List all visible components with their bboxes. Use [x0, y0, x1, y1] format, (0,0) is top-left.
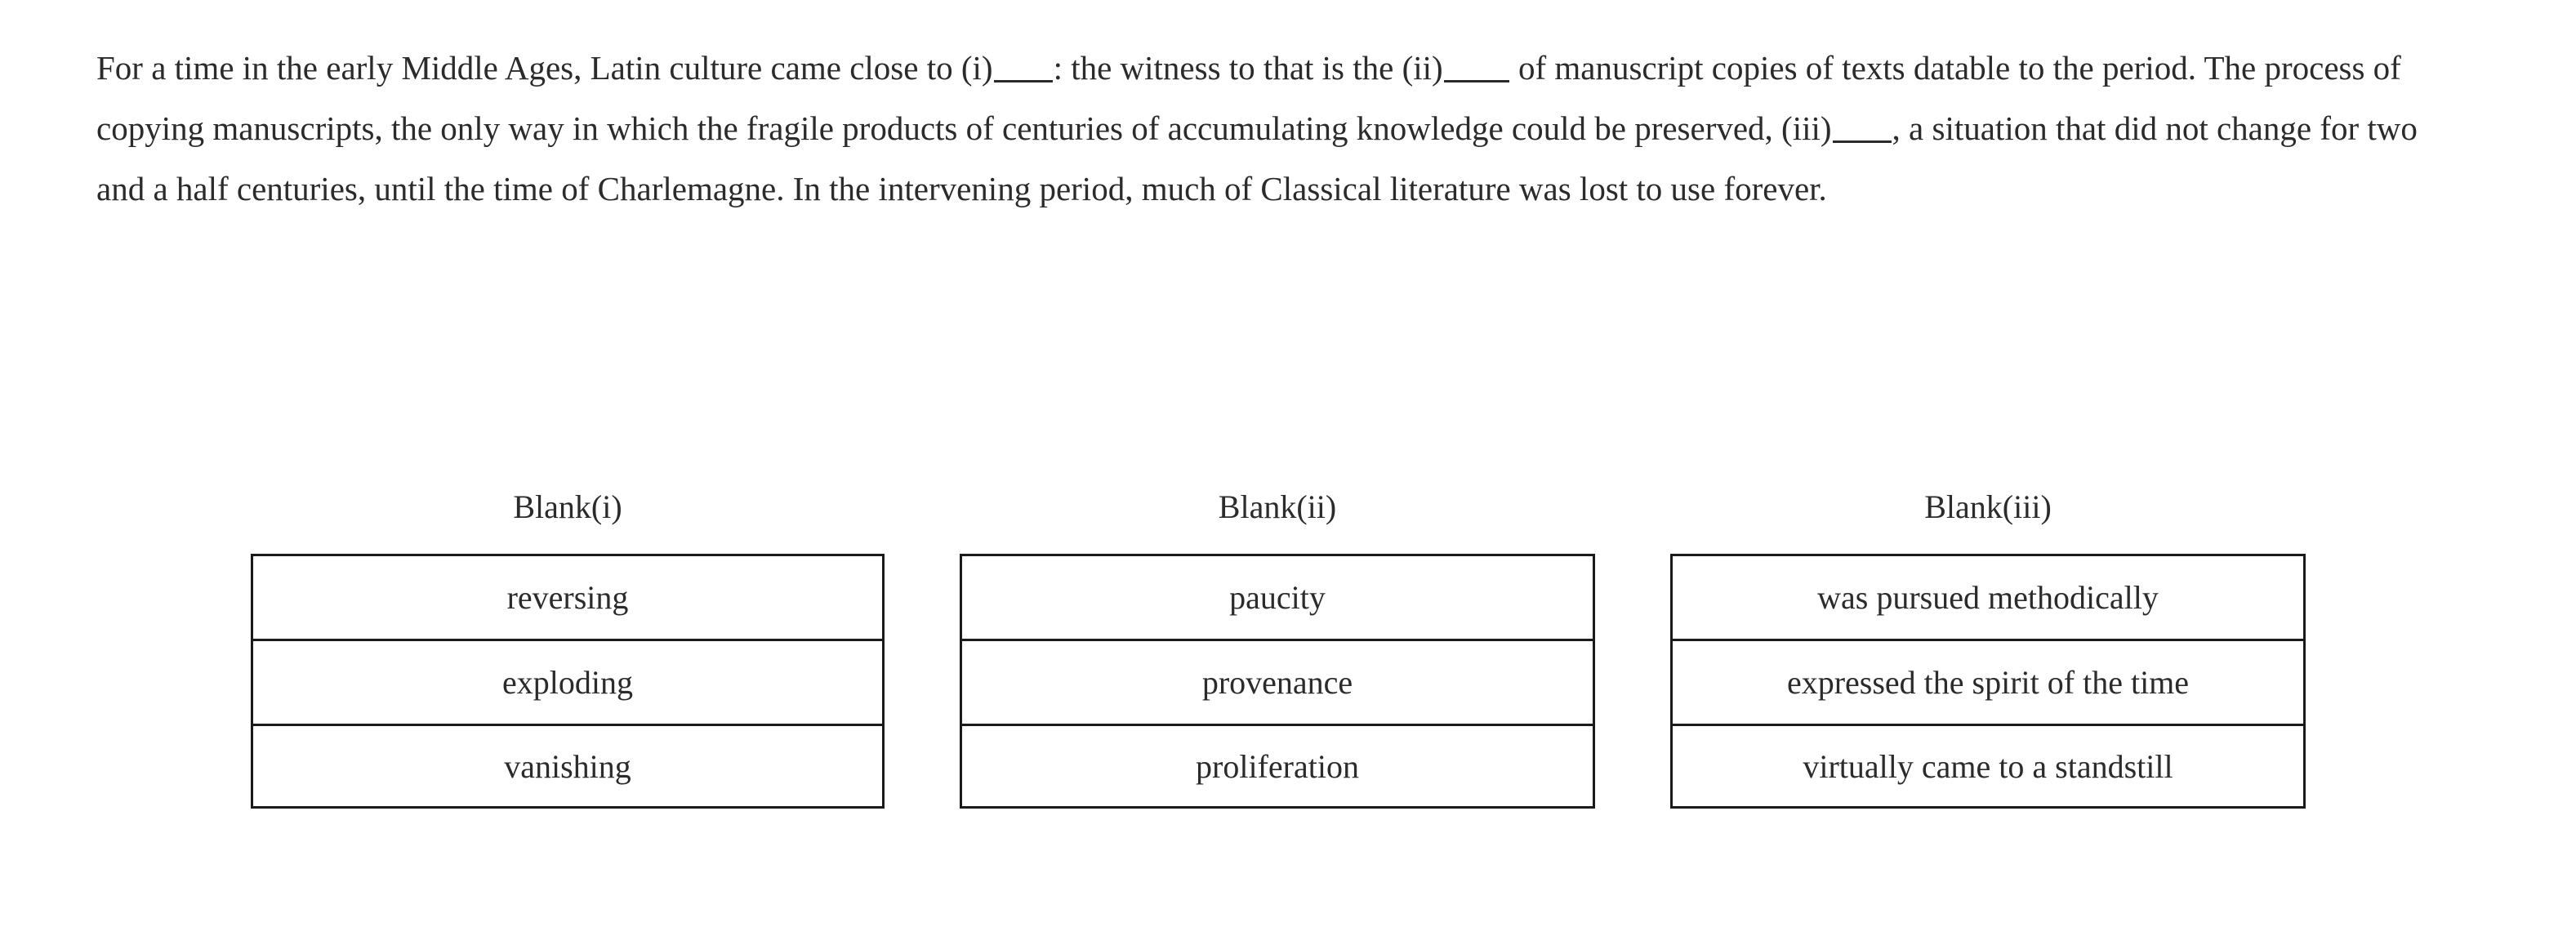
blank-iii-underline: [1832, 140, 1892, 143]
passage-segment-3: of manuscript copies of texts datable to…: [96, 49, 2401, 147]
option-blank-ii-1[interactable]: paucity: [960, 554, 1595, 639]
answer-column-blank-i: Blank(i) reversing exploding vanishing: [251, 487, 885, 809]
option-blank-iii-3[interactable]: virtually came to a standstill: [1670, 724, 2306, 809]
blank-ii-underline: [1443, 80, 1509, 82]
option-blank-ii-2[interactable]: provenance: [960, 639, 1595, 724]
passage-segment-1: For a time in the early Middle Ages, Lat…: [96, 49, 993, 87]
column-header-blank-iii: Blank(iii): [1924, 488, 2052, 525]
answer-columns: Blank(i) reversing exploding vanishing B…: [0, 487, 2576, 871]
option-blank-i-1[interactable]: reversing: [251, 554, 885, 639]
blank-i-underline: [993, 80, 1053, 82]
option-blank-iii-1[interactable]: was pursued methodically: [1670, 554, 2306, 639]
option-blank-i-3[interactable]: vanishing: [251, 724, 885, 809]
passage-segment-2: : the witness to that is the (ii): [1053, 49, 1443, 87]
answer-column-blank-ii: Blank(ii) paucity provenance proliferati…: [960, 487, 1595, 809]
option-blank-ii-3[interactable]: proliferation: [960, 724, 1595, 809]
column-header-blank-ii: Blank(ii): [1218, 488, 1337, 525]
answer-column-blank-iii: Blank(iii) was pursued methodically expr…: [1670, 487, 2306, 809]
answer-options-area: Blank(i) reversing exploding vanishing B…: [0, 487, 2576, 871]
option-blank-iii-2[interactable]: expressed the spirit of the time: [1670, 639, 2306, 724]
option-blank-i-2[interactable]: exploding: [251, 639, 885, 724]
passage-segment-4: , a situation that did not change for tw…: [96, 109, 2418, 207]
column-header-blank-i: Blank(i): [513, 488, 622, 525]
passage-text: For a time in the early Middle Ages, Lat…: [96, 38, 2449, 219]
